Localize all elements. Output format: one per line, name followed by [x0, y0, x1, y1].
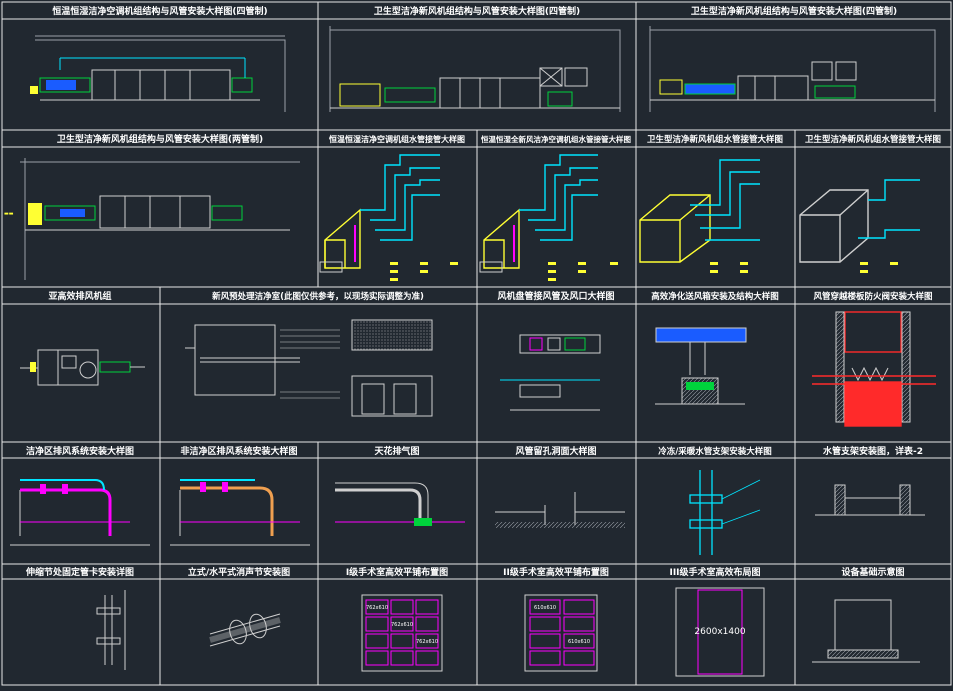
filter-label-23b: 610x610: [568, 639, 590, 645]
panel-22-title: I级手术室高效平铺布置图: [346, 566, 448, 578]
panel-7-title: 卫生型洁净新风机组水管接管大样图: [647, 134, 783, 145]
panel-14-drawing: [10, 479, 150, 546]
panel-25-drawing: [812, 599, 920, 663]
panel-8-drawing: [799, 179, 920, 273]
panel-9-drawing: [20, 349, 145, 386]
panel-9-title: 亚高效排风机组: [48, 290, 111, 302]
panel-21-title: 立式/水平式消声节安装图: [188, 566, 290, 578]
panel-15-title: 非洁净区排风系统安装大样图: [180, 445, 297, 457]
panel-2-drawing: [329, 26, 621, 112]
panel-11-title: 风机盘管接风管及风口大样图: [497, 290, 614, 302]
panel-11-drawing: [500, 334, 601, 411]
panel-23-title: II级手术室高效平铺布置图: [503, 566, 609, 578]
panel-21-drawing: [209, 613, 281, 647]
filter-label-22b: 762x610: [391, 622, 413, 628]
panel-17-title: 风管留孔洞面大样图: [515, 445, 596, 457]
panel-6-drawing: [479, 154, 618, 281]
svg-text:▬▬: ▬▬: [4, 211, 14, 217]
panel-5-title: 恒温恒湿洁净空调机组水管接管大样图: [329, 134, 465, 144]
panel-10-title: 新风预处理洁净室(此图仅供参考，以现场实际调整为准): [212, 291, 424, 302]
panel-24-drawing: 2600x1400: [675, 587, 765, 677]
panel-6-title: 恒温恒湿全新风洁净空调机组水管接管大样图: [481, 134, 631, 144]
panel-3-drawing: [649, 26, 936, 112]
panel-24-title: III级手术室高效布局图: [669, 566, 760, 578]
panel-17-drawing: [495, 492, 625, 528]
panel-13-drawing: [812, 311, 936, 427]
panel-7-drawing: [639, 159, 760, 273]
panel-14-title: 洁净区排风系统安装大样图: [26, 445, 134, 457]
panel-8-title: 卫生型洁净新风机组水管接管大样图: [805, 134, 941, 145]
panel-19-title: 水管支架安装图，详表-2: [823, 445, 923, 457]
filter-label-22a: 762x610: [366, 605, 388, 611]
filter-label-22c: 762x610: [416, 639, 438, 645]
panel-4-title: 卫生型洁净新风机组结构与风管安装大样图(两管制): [57, 133, 263, 145]
panel-15-drawing: [170, 479, 310, 546]
panel-22-drawing: 762x610 762x610 762x610: [361, 594, 443, 672]
panel-18-drawing: [689, 470, 761, 555]
panel-1-drawing: [30, 35, 286, 112]
panel-19-drawing: [815, 484, 925, 516]
panel-16-title: 天花排气图: [374, 445, 419, 457]
panel-18-title: 冷冻/采暖水管支架安装大样图: [658, 446, 772, 457]
panel-13-title: 风管穿越楼板防火阀安装大样图: [813, 291, 932, 302]
panel-10-drawing: [185, 319, 433, 417]
panel-16-drawing: [335, 482, 465, 526]
filter-label-23a: 610x610: [534, 605, 556, 611]
panel-5-drawing: [319, 154, 458, 281]
panel-23-drawing: 610x610 610x610: [524, 594, 598, 672]
panel-1-title: 恒温恒湿洁净空调机组结构与风管安装大样图(四管制): [52, 5, 267, 17]
panel-12-title: 高效净化送风箱安装及结构大样图: [651, 291, 779, 302]
panel-titles: 恒温恒湿洁净空调机组结构与风管安装大样图(四管制) 卫生型洁净新风机组结构与风管…: [25, 5, 941, 578]
panel-2-title: 卫生型洁净新风机组结构与风管安装大样图(四管制): [374, 5, 580, 17]
panel-3-title: 卫生型洁净新风机组结构与风管安装大样图(四管制): [691, 5, 897, 17]
room-size-label: 2600x1400: [694, 627, 745, 637]
panel-25-title: 设备基础示意图: [841, 566, 904, 578]
panel-12-drawing: [655, 327, 747, 405]
panel-20-title: 伸缩节处固定管卡安装详图: [25, 566, 134, 578]
panel-4-drawing: ▬▬: [4, 158, 300, 280]
panel-20-drawing: [96, 590, 126, 670]
